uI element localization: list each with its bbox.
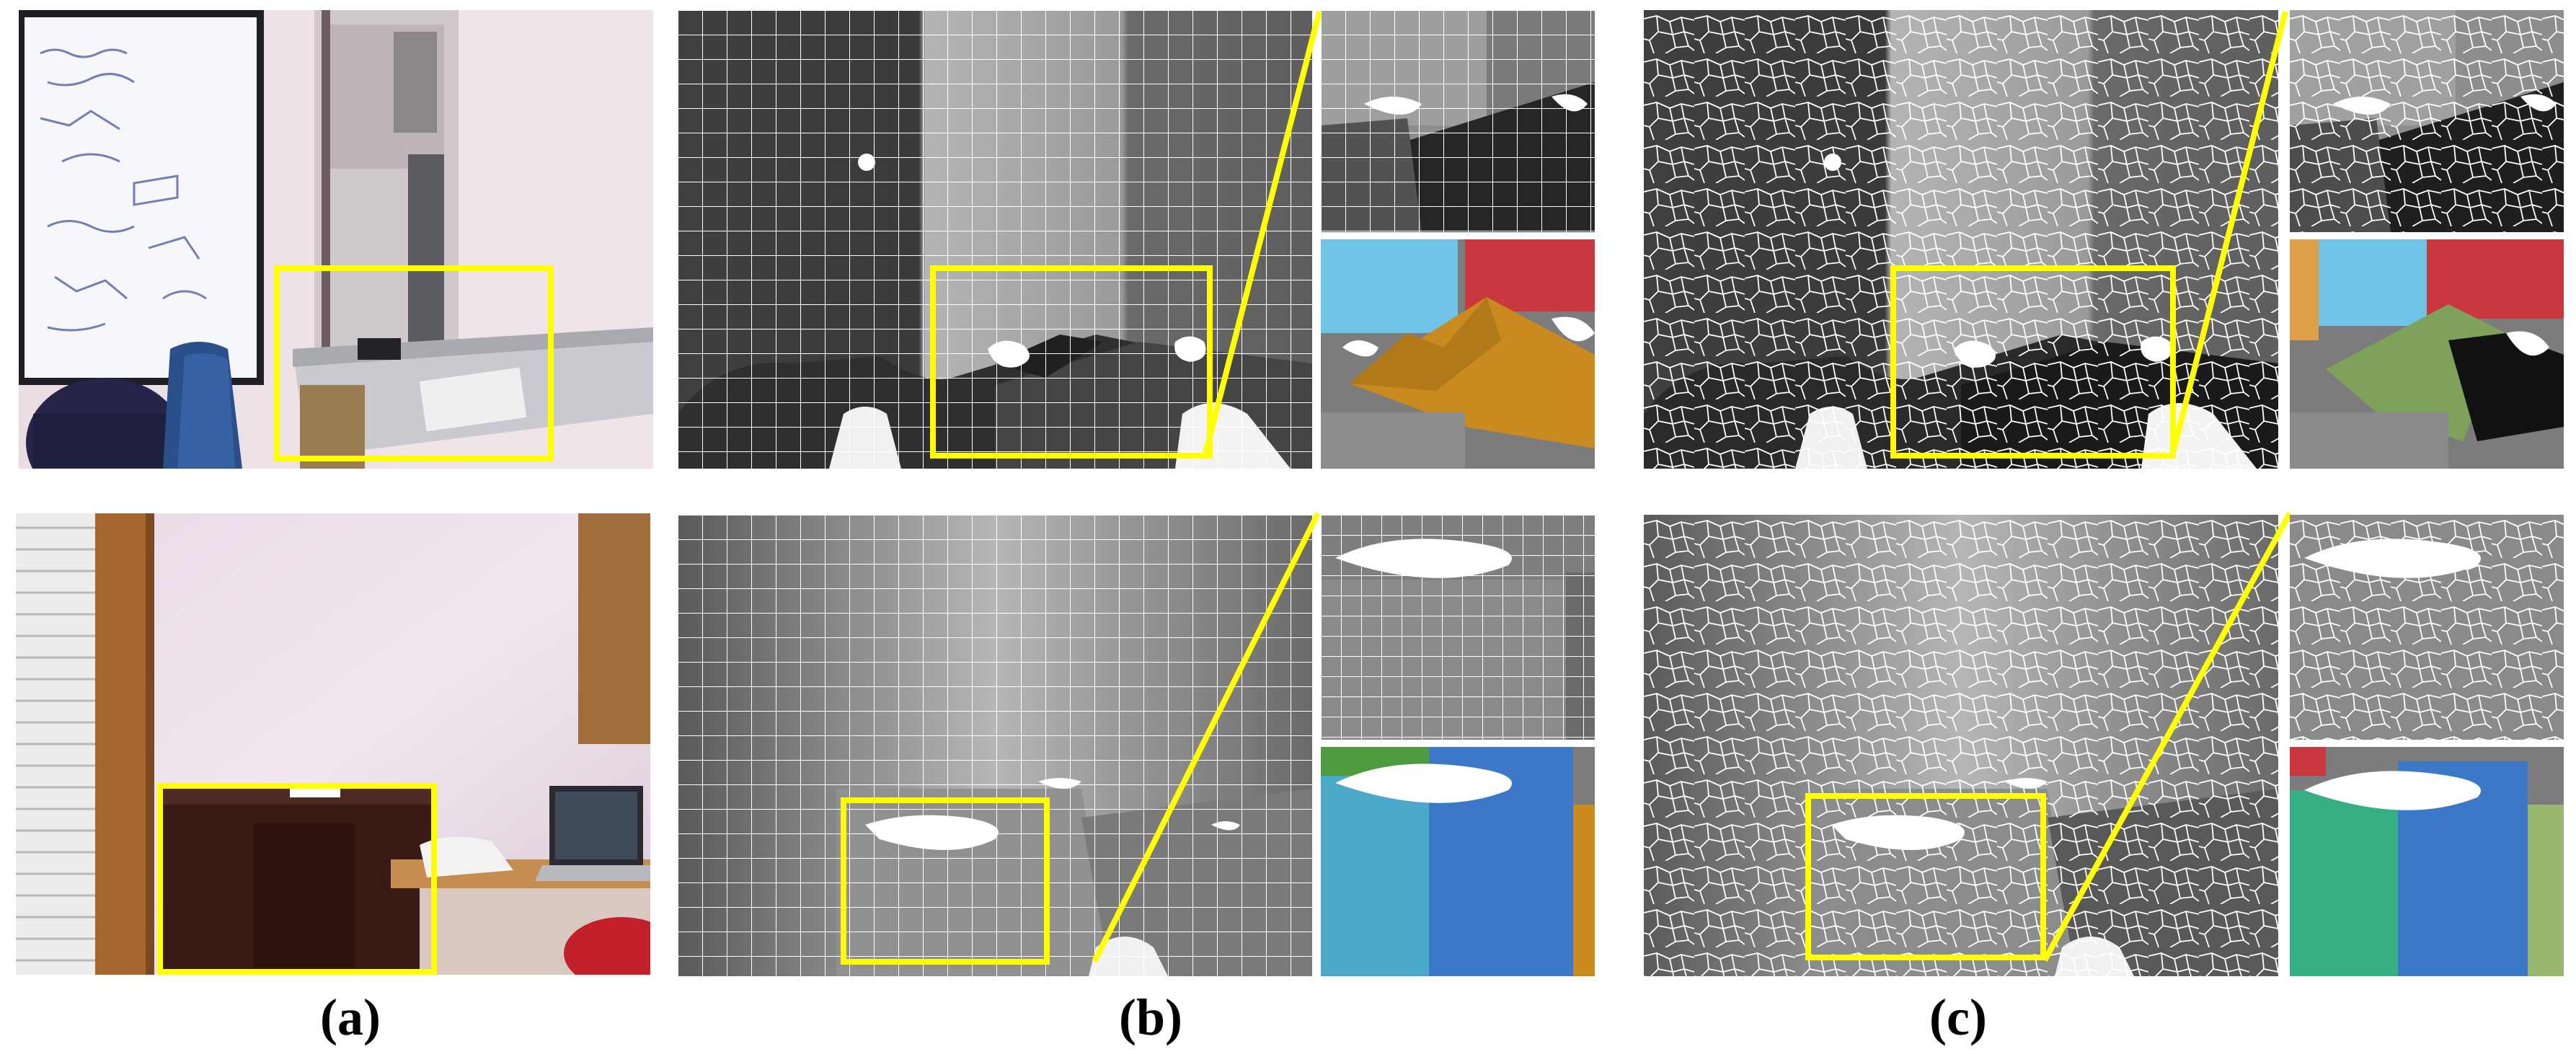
caption-a: (a): [320, 988, 381, 1046]
depth-superpixel-map-row2: [1644, 515, 2278, 976]
rgb-image-row1: [19, 10, 653, 469]
zoom-connector-line: [2169, 11, 2288, 459]
rgb-image-row2: [16, 513, 650, 975]
depth-grid-map-row1: [678, 10, 1312, 469]
zoom-connector-line: [1201, 11, 1322, 459]
zoom-connector-line: [1092, 512, 1321, 963]
zoom-highlight-box: [1805, 793, 2046, 960]
caption-c: (c): [1929, 988, 1987, 1046]
segmentation-zoom-row2-c: [2290, 747, 2564, 976]
zoom-highlight-box: [274, 265, 554, 461]
grid-zoom-row1: [1321, 10, 1595, 232]
zoom-highlight-box: [930, 265, 1213, 459]
zoom-connector-line: [2042, 512, 2293, 962]
grid-zoom-row2: [1321, 515, 1595, 740]
depth-superpixel-map-row1: [1644, 10, 2278, 469]
caption-b: (b): [1119, 988, 1182, 1046]
segmentation-zoom-row1-b: [1321, 239, 1595, 469]
superpixel-zoom-row1: [2290, 10, 2564, 232]
segmentation-zoom-row2-b: [1321, 747, 1595, 976]
depth-grid-map-row2: [678, 515, 1312, 976]
zoom-highlight-box: [157, 783, 437, 975]
superpixel-zoom-row2: [2290, 515, 2564, 740]
segmentation-zoom-row1-c: [2290, 239, 2564, 469]
zoom-highlight-box: [1890, 265, 2176, 459]
zoom-highlight-box: [841, 797, 1050, 965]
